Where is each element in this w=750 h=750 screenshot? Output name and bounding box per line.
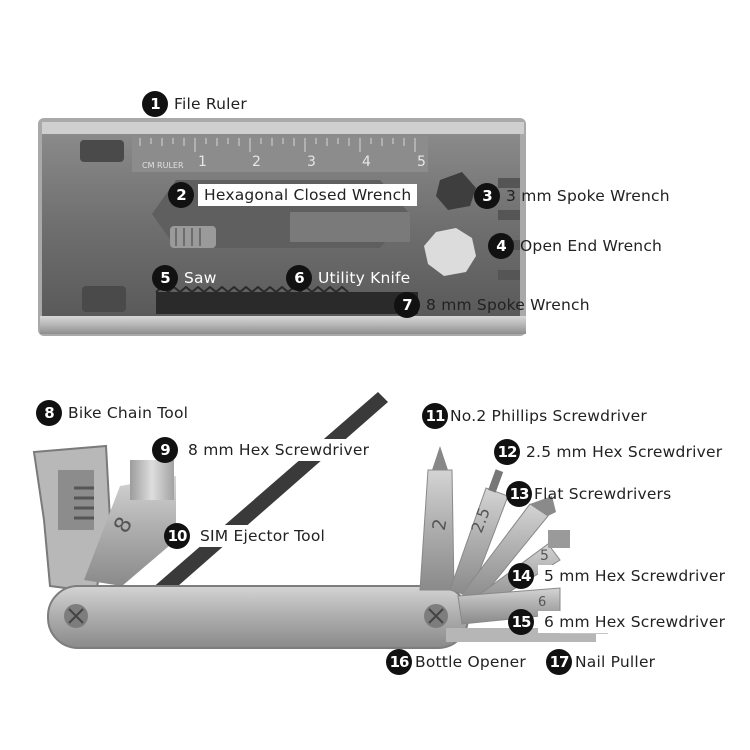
phillips-marking: 2 — [429, 517, 452, 532]
callout-open-end-wrench: 4 Open End Wrench — [488, 233, 662, 259]
callout-number: 7 — [394, 292, 420, 318]
callout-number: 8 — [36, 400, 62, 426]
open-end-wrench-hole — [424, 228, 476, 276]
callout-label: 3 mm Spoke Wrench — [506, 187, 670, 205]
hex-5-marking: 5 — [540, 548, 549, 564]
callout-label: SIM Ejector Tool — [194, 525, 332, 547]
callout-nail-puller: 17 Nail Puller — [546, 649, 655, 675]
ruler-mark: 2 — [252, 154, 261, 170]
callout-utility-knife: 6 Utility Knife — [286, 265, 410, 291]
callout-label: Open End Wrench — [520, 237, 663, 255]
saw-blade — [156, 292, 418, 314]
callout-5mm-hex-screwdriver: 14 5 mm Hex Screwdriver — [508, 563, 732, 589]
callout-number: 1 — [142, 91, 168, 117]
callout-label: Bike Chain Tool — [68, 404, 189, 422]
ruler-ticks — [139, 138, 416, 152]
callout-label: 5 mm Hex Screwdriver — [538, 565, 732, 587]
callout-label: 6 mm Hex Screwdriver — [538, 611, 732, 633]
bottom-rail — [40, 316, 526, 334]
slot-bottom-left — [82, 286, 126, 312]
callout-label: 2.5 mm Hex Screwdriver — [526, 443, 723, 461]
main-handle — [47, 585, 469, 649]
ruler-mark: 5 — [417, 154, 426, 170]
hex-2-5-tip — [488, 469, 504, 493]
callout-number: 16 — [386, 649, 412, 675]
callout-label: Utility Knife — [318, 269, 411, 287]
callout-8mm-spoke-wrench: 7 8 mm Spoke Wrench — [394, 292, 590, 318]
callout-number: 17 — [546, 649, 572, 675]
callout-label: Bottle Opener — [415, 653, 526, 671]
callout-number: 6 — [286, 265, 312, 291]
pivot-screw-right-slot — [428, 608, 444, 624]
spoke-wrench-3mm-hole — [436, 172, 476, 210]
hex-6-marking: 6 — [538, 595, 546, 610]
callout-number: 15 — [508, 609, 534, 635]
ruler-mark: 4 — [362, 154, 371, 170]
callout-file-ruler: 1 File Ruler — [142, 91, 247, 117]
ruler-unit: CM RULER — [142, 161, 184, 170]
callout-label: File Ruler — [174, 95, 247, 113]
callout-number: 14 — [508, 563, 534, 589]
callout-label: 8 mm Spoke Wrench — [426, 296, 590, 314]
saw-teeth — [155, 285, 349, 294]
callout-flat-screwdrivers: 13 Flat Screwdrivers — [506, 481, 671, 507]
phillips-arm — [419, 469, 455, 591]
ruler-mark: 1 — [198, 154, 207, 170]
callout-bottle-opener: 16 Bottle Opener — [386, 649, 526, 675]
callout-number: 4 — [488, 233, 514, 259]
wrench-plate — [290, 212, 410, 242]
callout-number: 5 — [152, 265, 178, 291]
callout-number: 12 — [494, 439, 520, 465]
callout-phillips-screwdriver: 11 No.2 Phillips Screwdriver — [422, 403, 647, 429]
callout-sim-ejector-tool: 10 SIM Ejector Tool — [164, 523, 332, 549]
callout-label: Saw — [184, 269, 217, 287]
callout-number: 10 — [164, 523, 190, 549]
callout-bike-chain-tool: 8 Bike Chain Tool — [36, 400, 188, 426]
chain-tool-pin-housing — [58, 470, 94, 530]
callout-8mm-hex-screwdriver: 9 8 mm Hex Screwdriver — [152, 437, 376, 463]
hex-5-tip — [548, 530, 570, 548]
flat-screwdriver-tip — [530, 496, 556, 516]
phillips-tip — [432, 446, 448, 470]
chain-tool-spring — [74, 486, 94, 520]
file-ruler — [132, 136, 428, 172]
hex-screw-threads — [175, 228, 201, 246]
ruler-mark: 3 — [307, 154, 316, 170]
callout-3mm-spoke-wrench: 3 3 mm Spoke Wrench — [474, 183, 670, 209]
callout-number: 2 — [168, 182, 194, 208]
callout-2-5mm-hex-screwdriver: 12 2.5 mm Hex Screwdriver — [494, 439, 722, 465]
hex-8mm-arm — [84, 476, 176, 586]
callout-label: Hexagonal Closed Wrench — [198, 184, 418, 206]
callout-hexagonal-closed-wrench: 2 Hexagonal Closed Wrench — [168, 182, 418, 208]
callout-number: 13 — [506, 481, 532, 507]
pivot-screw-left-slot — [68, 608, 84, 624]
callout-number: 9 — [152, 437, 178, 463]
slot-top-left — [80, 140, 124, 162]
callout-label: Flat Screwdrivers — [534, 485, 672, 503]
callout-number: 3 — [474, 183, 500, 209]
callout-label: 8 mm Hex Screwdriver — [182, 439, 376, 461]
callout-6mm-hex-screwdriver: 15 6 mm Hex Screwdriver — [508, 609, 732, 635]
callout-number: 11 — [422, 403, 448, 429]
hex-8mm-bit — [130, 460, 174, 500]
callout-label: No.2 Phillips Screwdriver — [450, 407, 647, 425]
top-rail — [42, 122, 524, 134]
callout-saw: 5 Saw — [152, 265, 217, 291]
callout-label: Nail Puller — [575, 653, 656, 671]
